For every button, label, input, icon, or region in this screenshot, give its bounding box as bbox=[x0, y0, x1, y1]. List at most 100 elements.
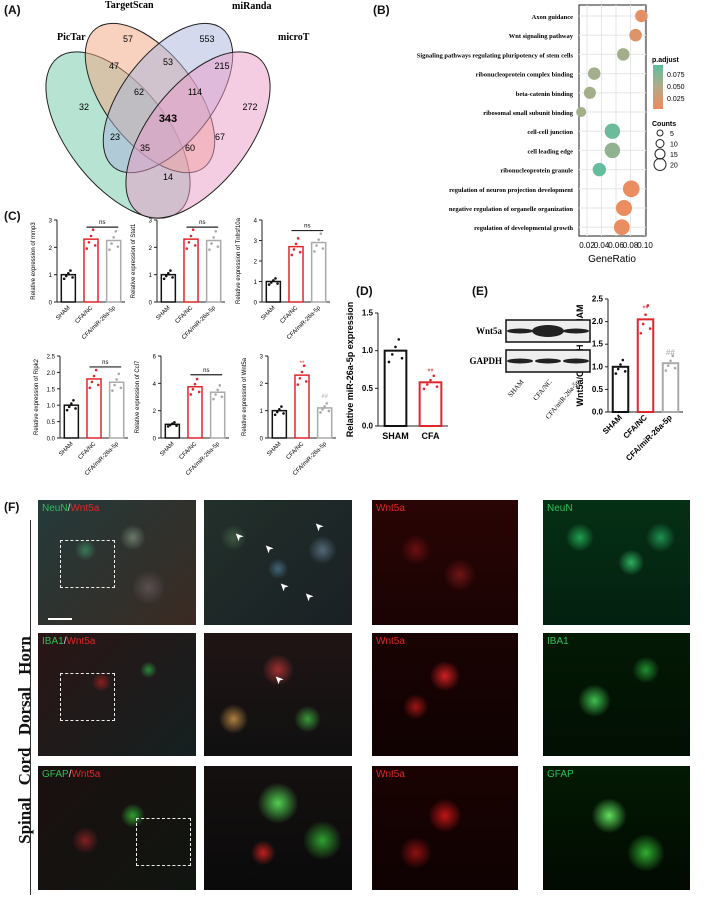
significance-mark: ## bbox=[321, 394, 328, 400]
bar bbox=[661, 362, 680, 413]
y-tick-label: 0.5 bbox=[362, 384, 374, 393]
bar bbox=[611, 365, 630, 414]
bar bbox=[271, 409, 288, 439]
y-tick-label: 1.0 bbox=[592, 362, 604, 371]
data-point bbox=[67, 272, 70, 275]
data-point bbox=[298, 250, 302, 254]
data-point bbox=[119, 386, 123, 390]
micrograph-neun-zoom: ➤➤➤➤➤ bbox=[204, 500, 352, 625]
data-point bbox=[114, 229, 118, 233]
venn-set-label: miRanda bbox=[232, 1, 271, 12]
data-point bbox=[112, 236, 115, 239]
data-point bbox=[91, 228, 95, 232]
data-point bbox=[315, 244, 318, 247]
y-tick-label: 3 bbox=[149, 219, 153, 225]
term-label: negative regulation of organelle organiz… bbox=[449, 206, 573, 213]
significance-mark: ns bbox=[102, 360, 108, 366]
dot-point bbox=[604, 123, 621, 139]
micrograph-neun-merge: NeuN/Wnt5a bbox=[38, 500, 196, 625]
data-point bbox=[70, 402, 73, 405]
separator: / bbox=[67, 503, 71, 514]
bar bbox=[63, 404, 80, 439]
dot-point bbox=[615, 199, 633, 217]
data-point bbox=[422, 387, 426, 391]
data-point bbox=[193, 382, 197, 386]
channel-label: IBA1/Wnt5a bbox=[42, 636, 95, 647]
y-tick-label: 4 bbox=[153, 382, 157, 388]
bar bbox=[636, 318, 655, 414]
data-point bbox=[94, 368, 98, 372]
size-key bbox=[655, 139, 665, 148]
bar-chart-wnt5a: 0123SHAM**CFA/NC##CFA/miR-26a-5pRelative… bbox=[242, 355, 336, 477]
bar bbox=[294, 374, 310, 439]
data-point bbox=[62, 277, 66, 281]
y-tick-label: 2 bbox=[153, 409, 157, 415]
y-tick-label: 0.0 bbox=[47, 437, 56, 443]
x-tick-label: 0.10 bbox=[637, 241, 653, 250]
data-point bbox=[619, 363, 622, 366]
data-point bbox=[189, 393, 193, 396]
micrograph-iba1-zoom: ➤ bbox=[204, 633, 352, 756]
data-point bbox=[166, 425, 170, 428]
y-tick-label: 2 bbox=[49, 246, 53, 252]
data-point bbox=[666, 364, 670, 367]
legend-title: Counts bbox=[652, 121, 676, 128]
significance-mark: ns bbox=[99, 220, 105, 226]
data-point bbox=[278, 408, 281, 411]
micrograph-gfap-merge: GFAP/Wnt5a bbox=[38, 766, 196, 890]
channel-label: GFAP/Wnt5a bbox=[42, 769, 100, 780]
venn-region-count: 57 bbox=[123, 34, 133, 44]
venn-region-count: 60 bbox=[185, 143, 195, 153]
significance-mark: ns bbox=[304, 224, 310, 230]
y-tick-label: 0 bbox=[49, 301, 53, 307]
data-point bbox=[117, 372, 121, 376]
arrow-icon: ➤ bbox=[276, 578, 292, 594]
dot-point bbox=[592, 162, 607, 177]
panel-label-a: (A) bbox=[4, 3, 21, 17]
data-point bbox=[162, 277, 166, 281]
data-point bbox=[394, 345, 397, 349]
data-point bbox=[108, 248, 111, 252]
arrow-icon: ➤ bbox=[271, 671, 287, 687]
separator: / bbox=[68, 769, 72, 780]
y-tick-label: 2 bbox=[260, 382, 264, 388]
micrograph-neun-marker: NeuN bbox=[543, 500, 690, 625]
data-point bbox=[167, 272, 170, 275]
data-point bbox=[432, 374, 436, 378]
size-tick: 15 bbox=[670, 152, 678, 159]
venn-region-count: 53 bbox=[163, 57, 173, 67]
x-tick-label: CFA/miR-26a-5p bbox=[624, 413, 674, 463]
data-point bbox=[220, 395, 224, 399]
panel-label-d: (D) bbox=[356, 284, 373, 298]
data-point bbox=[302, 364, 306, 368]
dot-point bbox=[622, 180, 640, 198]
x-tick-label: 0.02 bbox=[579, 241, 595, 250]
x-tick-label: SHAM bbox=[159, 441, 176, 458]
y-axis-title: Relative expression of Stat1 bbox=[131, 223, 137, 298]
venn-region-count: 553 bbox=[199, 34, 214, 44]
micrograph-gfap-zoom bbox=[204, 766, 352, 890]
y-tick-label: 0 bbox=[153, 437, 157, 443]
data-point bbox=[185, 247, 189, 250]
data-point bbox=[397, 338, 401, 341]
data-point bbox=[72, 398, 75, 402]
venn-region-count: 14 bbox=[163, 172, 173, 182]
size-tick: 5 bbox=[670, 131, 674, 138]
bar bbox=[383, 349, 408, 428]
term-label: ribonucleoprotein granule bbox=[500, 168, 573, 175]
micrograph-gfap-wnt5a: Wnt5a bbox=[372, 766, 518, 890]
data-point bbox=[319, 411, 322, 414]
data-point bbox=[169, 269, 172, 272]
data-point bbox=[218, 384, 222, 387]
x-tick-label: CFA/NC bbox=[179, 441, 199, 461]
bar bbox=[183, 238, 199, 303]
data-point bbox=[116, 245, 120, 248]
y-tick-label: 1.5 bbox=[362, 309, 374, 318]
data-point bbox=[319, 232, 323, 235]
wnt5a-label: Wnt5a bbox=[70, 503, 100, 514]
data-point bbox=[89, 234, 93, 238]
